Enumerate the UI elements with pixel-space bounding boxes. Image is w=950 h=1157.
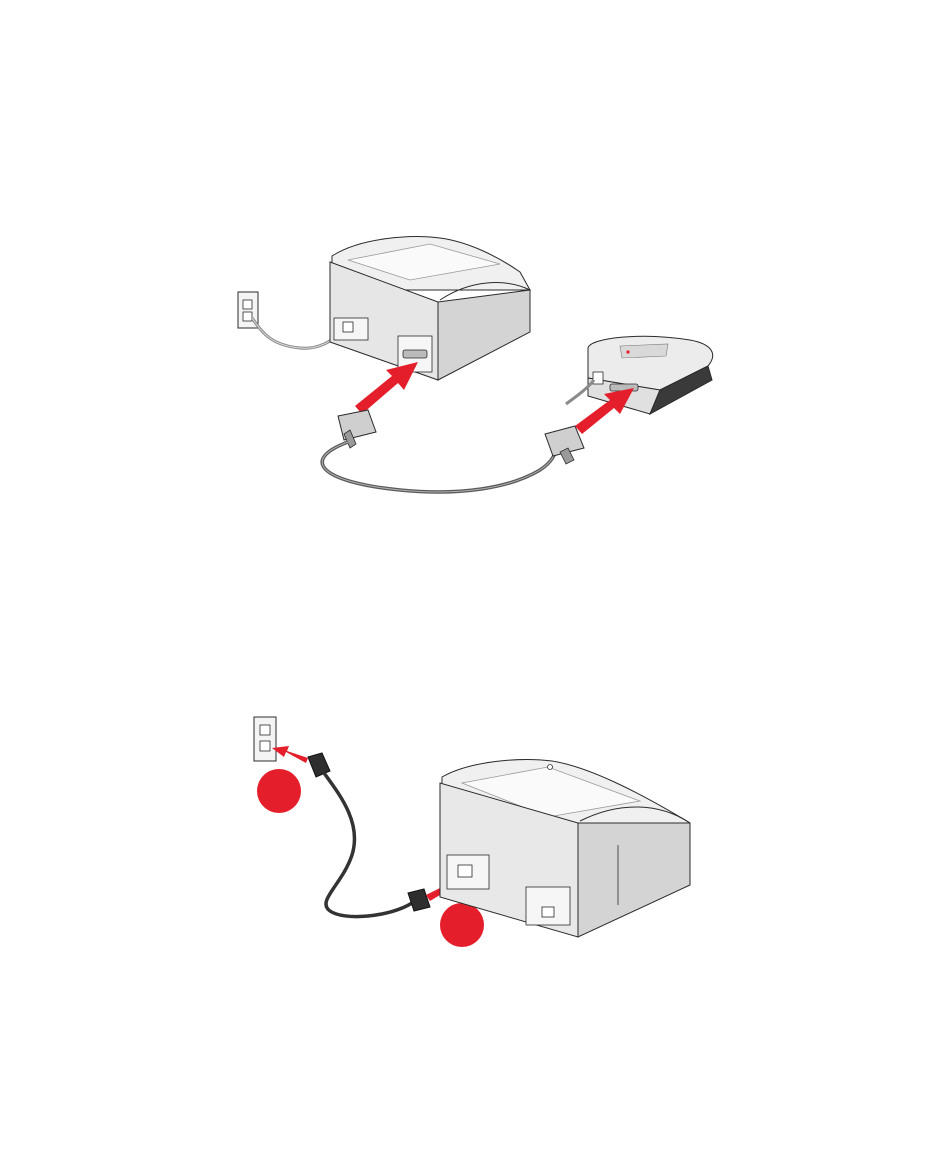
figure-connect-power-cord [0, 705, 950, 955]
figure-connect-parallel-cable [0, 220, 950, 520]
figure-2-svg [0, 705, 950, 955]
port-panel [526, 887, 570, 925]
plug-arrow-outlet [272, 746, 308, 763]
power-cord [324, 773, 412, 917]
power-plug [308, 753, 330, 777]
insert-arrow-printer [355, 362, 418, 414]
printer [330, 237, 530, 380]
step-1-marker [257, 769, 301, 813]
printer-plug [408, 889, 430, 911]
parallel-cable [322, 410, 584, 492]
wall-outlet [254, 717, 276, 761]
step-2-marker [440, 903, 484, 947]
figure-1-svg [0, 220, 950, 520]
print-server [566, 336, 713, 414]
